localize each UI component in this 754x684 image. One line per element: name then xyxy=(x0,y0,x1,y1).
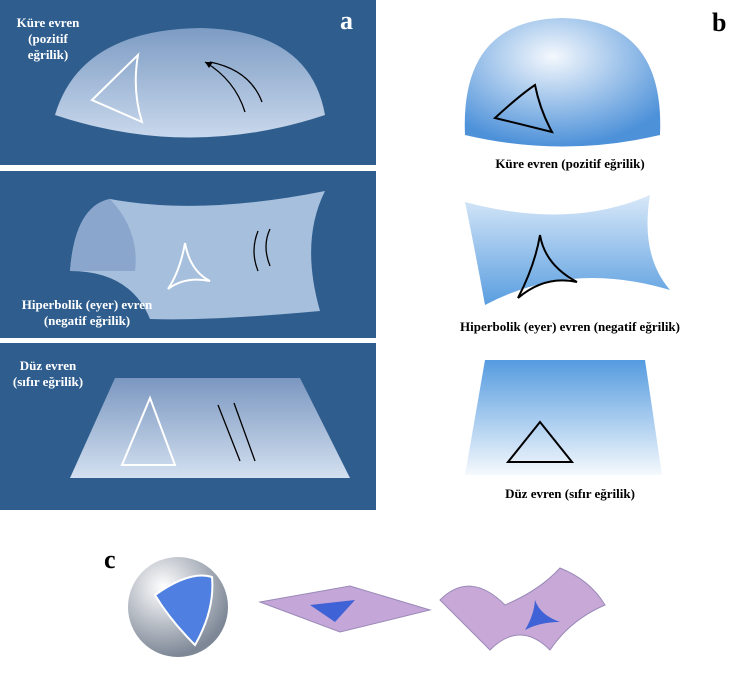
caption-flat: Düz evren (sıfır eğrilik) xyxy=(505,486,635,501)
saddle-model xyxy=(439,567,606,651)
letter-b: b xyxy=(712,8,727,37)
label-sphere: Küre evren(pozitif eğrilik) xyxy=(16,15,80,62)
panel-b-shapes xyxy=(464,18,670,475)
caption-sphere: Küre evren (pozitif eğrilik) xyxy=(495,156,645,171)
letter-c: c xyxy=(104,545,116,574)
panel-a-hyperbolic: Hiperbolik (eyer) evren(negatif eğrilik) xyxy=(0,171,376,338)
triangle-shape xyxy=(167,242,211,290)
panel-c-shapes xyxy=(128,557,606,657)
saddle-surface xyxy=(70,191,325,320)
panel-a-flat: Düz evren(sıfır eğrilik) xyxy=(0,343,376,510)
letter-a: a xyxy=(340,6,353,35)
arrow-icon xyxy=(253,228,271,272)
caption-hyperbolic: Hiperbolik (eyer) evren (negatif eğrilik… xyxy=(460,319,680,334)
label-flat: Düz evren(sıfır eğrilik) xyxy=(12,358,84,389)
triangle-shape xyxy=(120,395,177,466)
arrow-icon xyxy=(217,402,256,462)
label-hyperbolic: Hiperbolik (eyer) evren(negatif eğrilik) xyxy=(21,297,153,328)
sphere-surface xyxy=(55,28,325,138)
flat-surface xyxy=(70,378,350,478)
panel-a-sphere: Küre evren(pozitif eğrilik) a xyxy=(0,0,376,165)
triangle-shape xyxy=(90,52,144,124)
arrow-icon xyxy=(209,61,263,103)
